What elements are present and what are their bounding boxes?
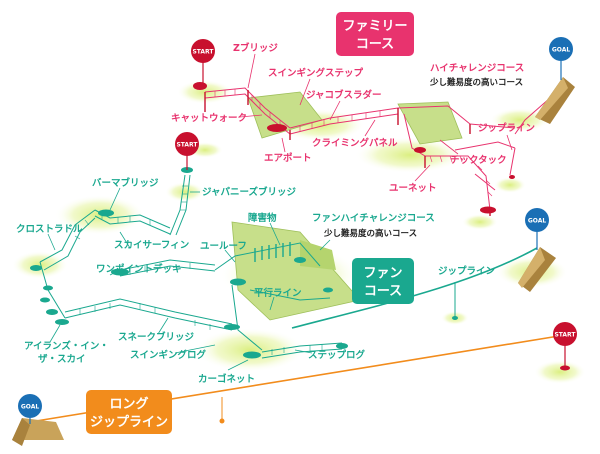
family-banner-line1: ファミリー [342,19,407,34]
start-pin-label: START [176,142,198,149]
goal-pin-family: GOAL [549,37,573,80]
label-burma-bridge: バーマブリッジ [92,177,159,189]
start-pin-fun: START [175,132,199,170]
family-leaders [239,53,513,182]
label-swinging-log: スインギングログ [130,349,207,361]
fun-nodes [30,167,458,359]
goal-pin-label: GOAL [528,218,547,225]
fun-zipline-wire [291,247,538,329]
family-labels: Zブリッジ スインギングステップ ジャコブスラダー キャットウォーク クライミン… [171,42,535,194]
platforms [231,91,463,321]
label-islands-in-the-sky-2: ザ・スカイ [38,354,86,365]
goal-pin-fun: GOAL [525,208,549,250]
label-islands-in-the-sky-1: アイランズ・イン・ [24,340,109,352]
family-course-banner: ファミリー コース [336,12,414,56]
label-airport: エアポート [264,152,312,164]
label-u-roof: ユールーフ [200,241,247,252]
label-jacobs-ladder: ジャコブスラダー [306,89,382,101]
label-sky-surfing: スカイサーフィン [114,240,189,251]
start-pin-family: START [191,39,215,84]
family-ropes [204,87,551,211]
label-japanese-bridge: ジャパニーズブリッジ [202,186,297,198]
family-banner-line2: コース [356,37,394,52]
fun-course-banner: ファン コース [352,258,414,304]
family-goal-ramp [535,77,575,124]
fun-labels: バーマブリッジ ジャパニーズブリッジ クロストラドル スカイサーフィン 障害物 … [16,177,495,385]
label-tick-tack: チックタック [450,154,507,166]
label-climbing-panel: クライミングパネル [312,137,398,149]
label-snake-bridge: スネークブリッジ [118,331,195,343]
label-cross-straddle: クロストラドル [16,224,83,235]
fun-leaders [47,187,331,371]
label-parallel-line: 平行ライン [254,287,302,299]
label-z-bridge: Zブリッジ [233,42,278,54]
fun-obstacles [254,242,291,262]
label-obstacle: 障害物 [248,212,277,224]
long-zipline-anchor-dot [219,418,225,424]
label-fun-high-challenge-note: 少し難易度の高いコース [323,228,417,239]
label-high-challenge-note: 少し難易度の高いコース [429,77,523,88]
fun-banner-line2: コース [364,284,402,299]
goal-pin-label: GOAL [552,47,571,54]
start-pin-long: START [553,322,577,371]
start-pin-label: START [192,49,214,56]
long-banner-line1: ロング [109,396,148,412]
fun-ropes [39,174,343,359]
fun-platform-small [300,240,336,270]
label-fun-high-challenge: ファンハイチャレンジコース [312,213,435,224]
label-one-point-deck: ワンポイントデッキ [96,263,182,275]
label-step-log: ステップログ [308,349,366,361]
label-fun-zipline: ジップライン [438,265,495,277]
fun-rungs [74,185,323,355]
start-pin-label: START [554,332,576,339]
fun-goal-ramp [518,247,556,292]
label-high-challenge: ハイチャレンジコース [430,63,524,74]
label-family-zipline: ジップライン [478,122,535,134]
goal-ramps [12,77,575,446]
goal-pin-long: GOAL [18,394,42,424]
long-banner-line2: ジップライン [90,415,168,430]
label-swinging-step: スインギングステップ [268,67,364,79]
fun-banner-line1: ファン [363,266,402,281]
long-goal-ramp [12,418,64,446]
label-u-net: ユーネット [389,183,437,194]
goal-pin-label: GOAL [21,404,40,411]
label-cargo-net: カーゴネット [198,373,255,385]
label-catwalk: キャットウォーク [171,113,247,124]
family-platform-b [397,101,463,145]
long-course-banner: ロング ジップライン [86,390,172,434]
